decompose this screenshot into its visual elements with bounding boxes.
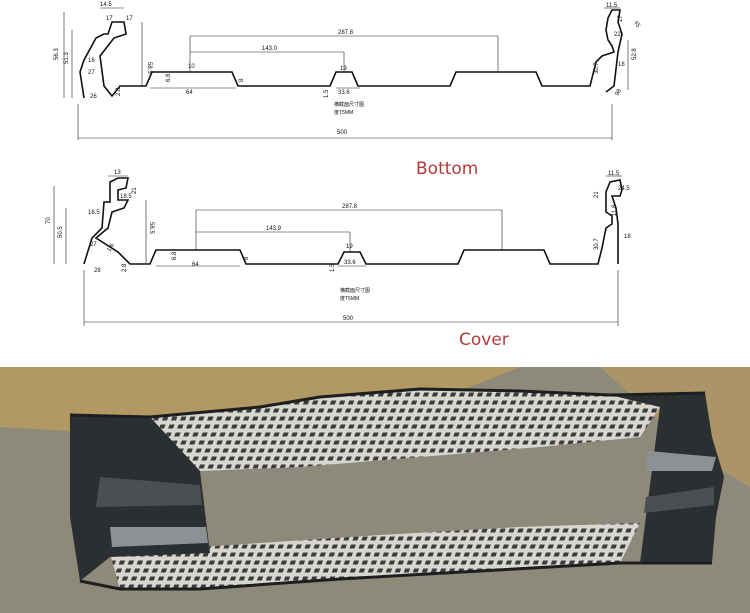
dim-label: 10 <box>188 64 195 70</box>
dim-label: 2.8 <box>116 87 122 96</box>
cover-profile-drawing: 13 18.5 21 70 50.5 16.5 27 1.6 58.5 28 2… <box>46 170 631 326</box>
drawing-note: 横截面尺寸图 <box>334 101 364 108</box>
dim-label: 287.8 <box>338 30 354 36</box>
dim-label: 58.5 <box>148 222 154 234</box>
dim-label: 1.5 <box>330 263 336 272</box>
dim-label: 22 <box>614 32 621 38</box>
dim-label: 51.3 <box>64 52 70 64</box>
drawing-note: 度T5MM <box>334 109 353 116</box>
dim-label: 30.7 <box>594 238 600 250</box>
dim-label: 27 <box>90 242 97 248</box>
bottom-profile-drawing: 14.5 17 17 56.3 51.3 27 16 58.5 26 2.8 6… <box>54 2 641 140</box>
dim-label: 21 <box>132 187 138 194</box>
bottom-caption: Bottom <box>416 159 479 179</box>
dim-label: 19 <box>346 244 353 250</box>
metal-end-left-highlight <box>96 477 202 507</box>
dim-label: 98 <box>615 88 624 97</box>
drawing-note: 横截面尺寸图 <box>340 287 370 294</box>
dim-label: 18 <box>624 234 631 240</box>
cover-profile-line <box>83 177 623 265</box>
top-edge <box>69 387 706 419</box>
dim-label: 1.6 <box>107 242 117 253</box>
dim-label: 52.8 <box>632 48 638 60</box>
dim-label: 64 <box>192 262 199 268</box>
dim-label: 16 <box>88 58 95 64</box>
dim-label: 6.8 <box>172 251 178 260</box>
dim-label: 11.5 <box>608 171 620 177</box>
dim-label: 2.8 <box>122 263 128 272</box>
dim-label: 17 <box>618 15 624 22</box>
dim-label: 13 <box>114 170 121 176</box>
dim-label: 21 <box>594 191 600 198</box>
dim-label: 11.5 <box>606 3 618 9</box>
dim-label: 70 <box>46 217 52 224</box>
dim-label: 24.5 <box>618 186 630 192</box>
dim-label: 26 <box>90 94 97 100</box>
dim-label: 19 <box>340 66 347 72</box>
dim-label: 58.5 <box>146 62 152 74</box>
dim-label: 500 <box>337 130 348 136</box>
dim-label: 287.8 <box>342 204 358 210</box>
dim-label: 500 <box>343 316 354 322</box>
dim-label: 143.9 <box>266 226 282 232</box>
dim-label: 16.5 <box>88 210 100 216</box>
dim-label: 64 <box>186 90 193 96</box>
drawing-note: 度T5MM <box>340 295 359 302</box>
dim-label: 143.0 <box>262 46 278 52</box>
dim-label: 8 <box>244 256 250 260</box>
dim-label: 18.5 <box>120 194 132 200</box>
dim-label: 11.8 <box>612 204 618 216</box>
metal-end-right <box>610 393 724 563</box>
dim-label: 50.5 <box>58 226 64 238</box>
dim-label: 33.6 <box>344 260 356 266</box>
perforated-panel-near <box>110 523 640 589</box>
dim-label: 18 <box>618 62 625 68</box>
bottom-edge <box>79 561 712 591</box>
dim-label: 1.5 <box>324 89 330 98</box>
metal-end-left-highlight <box>110 527 208 547</box>
perforated-wall-far <box>150 389 660 471</box>
dim-label: 17 <box>106 16 113 22</box>
bottom-profile-line <box>79 9 623 99</box>
metal-end-right-highlight <box>646 451 716 471</box>
product-photo <box>0 367 750 613</box>
dim-label: 14.5 <box>100 2 112 8</box>
dim-label: 6.8 <box>166 73 172 82</box>
dim-label: 45 <box>632 20 641 29</box>
dim-label: 8 <box>239 78 245 82</box>
dim-label: 33.6 <box>338 90 350 96</box>
metal-end-right-highlight <box>644 487 714 513</box>
dim-label: 27 <box>88 70 95 76</box>
cover-caption: Cover <box>459 330 509 350</box>
dim-label: 56.3 <box>54 48 60 60</box>
dim-label: 28 <box>94 268 101 274</box>
dim-label: 30.7 <box>594 62 600 74</box>
dim-label: 17 <box>126 16 133 22</box>
